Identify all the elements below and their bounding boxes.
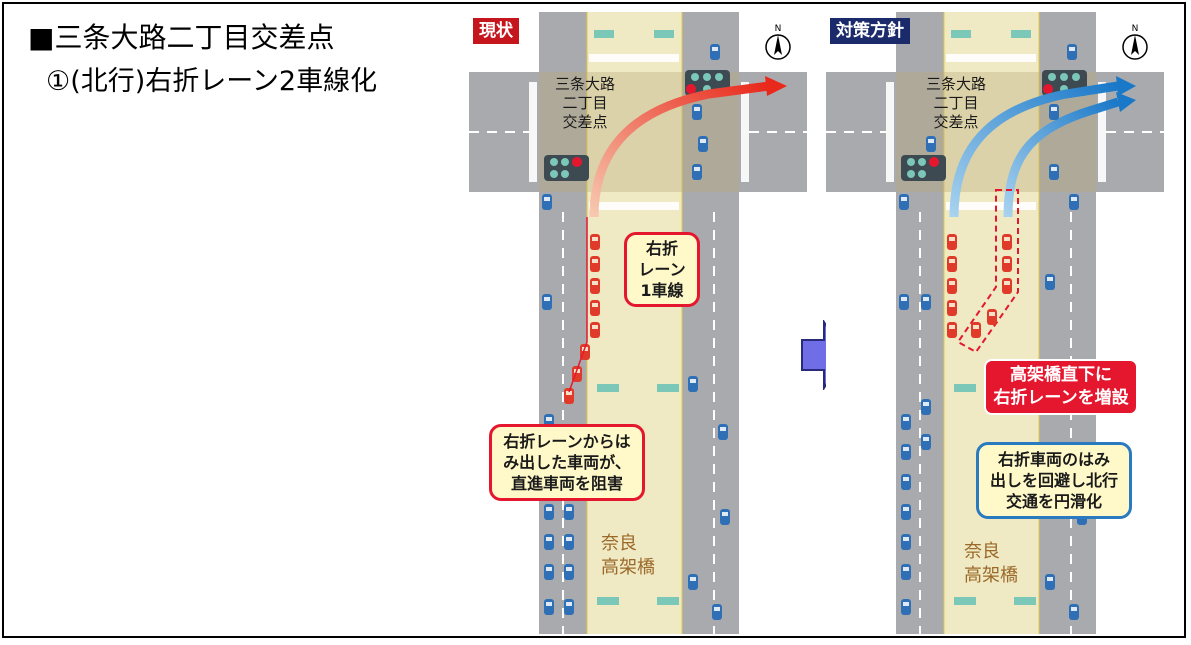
north-compass-icon: N: [1122, 24, 1148, 60]
svg-text:N: N: [775, 24, 782, 34]
right-turn-lane-callout: 右折 レーン 1車線: [624, 232, 700, 307]
nara-viaduct-label: 奈良 高架橋: [964, 541, 1018, 586]
nara-viaduct-label: 奈良 高架橋: [601, 533, 655, 578]
current-state-map: [469, 12, 807, 634]
current-state-panel: 現状 N 三条大路 二丁目 交差点 右折 レーン 1車線 右折レーンからは み出…: [469, 12, 807, 634]
north-compass-icon: N: [765, 24, 791, 60]
intersection-label: 三条大路 二丁目 交差点: [926, 75, 987, 131]
countermeasure-badge: 対策方針: [830, 18, 910, 44]
effect-callout: 右折車両のはみ 出しを回避し北行 交通を円滑化: [976, 442, 1132, 519]
current-state-badge: 現状: [473, 18, 519, 44]
svg-text:N: N: [1132, 24, 1139, 34]
add-lane-callout: 高架橋直下に 右折レーンを増設: [984, 359, 1138, 415]
countermeasure-panel: 対策方針 N 三条大路 二丁目 交差点 高架橋直下に 右折レーンを増設 右折車両…: [826, 12, 1164, 634]
intersection-label: 三条大路 二丁目 交差点: [555, 75, 616, 131]
page-title: ■三条大路二丁目交差点: [28, 21, 335, 54]
countermeasure-map: [826, 12, 1164, 634]
traffic-signal-icon: [544, 155, 589, 181]
page-subtitle: ①(北行)右折レーン2車線化: [46, 66, 378, 97]
problem-callout: 右折レーンからは み出した車両が、 直進車両を阻害: [489, 424, 645, 501]
